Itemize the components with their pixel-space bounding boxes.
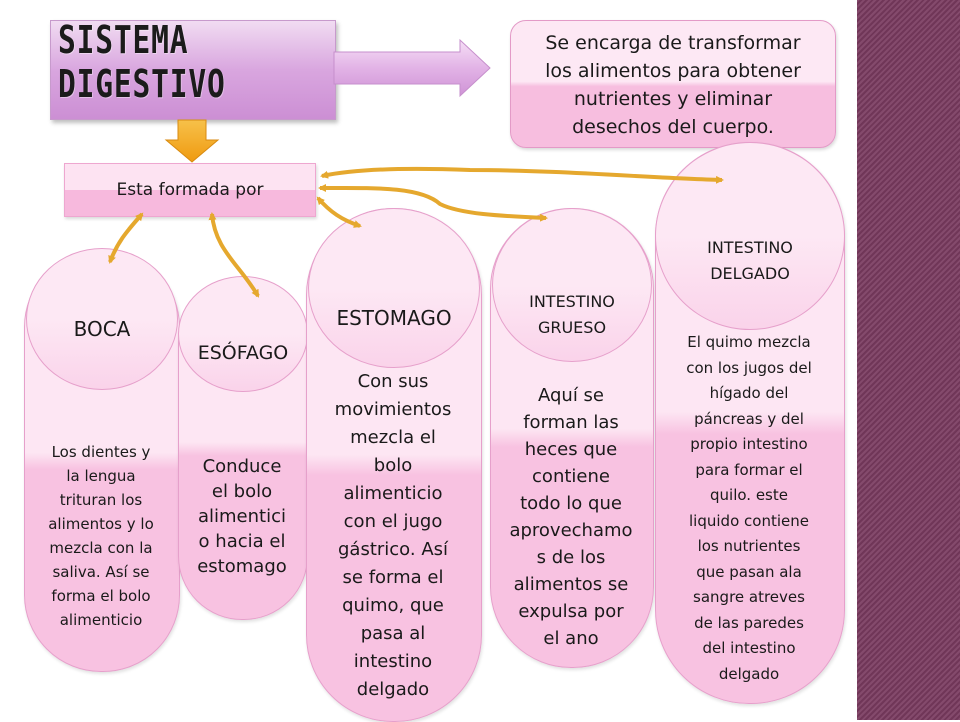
title-down-arrow (164, 119, 220, 163)
connector-estomago (316, 196, 362, 228)
esofago-description: Conduce el bolo alimentici o hacia el es… (180, 454, 304, 579)
connector-intestino-grueso (318, 183, 548, 222)
text-line: alimenticio (59, 611, 143, 629)
text-line: con el jugo (343, 511, 443, 532)
estomago-circle: ESTOMAGO (308, 208, 480, 368)
description-box: Se encarga de transformar los alimentos … (510, 20, 836, 148)
text-line: movimientos (334, 399, 452, 420)
text-line: mezcla el (350, 427, 436, 448)
title-line-1: SISTEMA (58, 18, 189, 62)
text-line: el ano (543, 628, 599, 649)
text-line: s de los (536, 547, 606, 568)
text-line: se forma el (342, 567, 444, 588)
description-line: nutrientes y eliminar (573, 88, 773, 110)
text-line: estomago (197, 556, 287, 577)
esofago-label: ESÓFAGO (197, 342, 289, 364)
text-line: El quimo mezcla (687, 333, 811, 351)
label-line: INTESTINO (707, 238, 793, 257)
text-line: delgado (356, 679, 430, 700)
text-line: forma el bolo (51, 587, 151, 605)
text-line: sangre atreves (693, 588, 805, 606)
text-line: expulsa por (518, 601, 624, 622)
text-line: con los jugos del (686, 358, 812, 377)
text-line: aprovechamo (509, 520, 633, 541)
title-to-description-arrow (333, 38, 491, 98)
text-line: delgado (718, 664, 780, 683)
text-line: contiene (532, 466, 610, 487)
description-line: los alimentos para obtener (545, 60, 801, 82)
text-line: bolo (373, 455, 413, 476)
text-line: los nutrientes (697, 537, 801, 555)
text-line: alimentici (197, 506, 286, 527)
intestino-delgado-description: El quimo mezcla con los jugos del hígado… (657, 330, 841, 687)
text-line: pasa al (360, 623, 426, 644)
estomago-label: ESTOMAGO (336, 306, 452, 330)
text-line: intestino (353, 651, 433, 672)
composed-of-label: Esta formada por (116, 180, 264, 200)
connector-intestino-delgado (320, 166, 724, 184)
intestino-grueso-description: Aquí se forman las heces que contiene to… (492, 382, 650, 652)
text-line: quimo, que (342, 595, 444, 616)
text-line: que pasan ala (696, 562, 802, 581)
text-line: gástrico. Así (337, 539, 449, 560)
boca-circle: BOCA (26, 248, 178, 390)
intestino-grueso-label: INTESTINO GRUESO (529, 289, 615, 341)
text-line: Conduce (202, 456, 282, 477)
label-line: DELGADO (710, 264, 790, 283)
connector-esofago (208, 212, 260, 298)
text-line: alimenticio (343, 483, 443, 504)
boca-description: Los dientes y la lengua trituran los ali… (26, 440, 176, 632)
text-line: para formar el (695, 460, 803, 479)
text-line: quilo. este (710, 486, 788, 504)
text-line: la lengua (66, 467, 136, 485)
text-line: todo lo que (520, 493, 622, 514)
intestino-grueso-circle: INTESTINO GRUESO (492, 208, 652, 362)
text-line: propio intestino (690, 435, 808, 453)
title-line-2: DIGESTIVO (58, 62, 226, 106)
description-line: desechos del cuerpo. (572, 116, 774, 138)
decorative-side-strip (857, 0, 960, 720)
text-line: Con sus (357, 371, 429, 392)
description-line: Se encarga de transformar (545, 32, 801, 54)
text-line: de las paredes (694, 613, 804, 632)
connector-boca (108, 212, 144, 264)
text-line: heces que (524, 439, 618, 460)
label-line: INTESTINO (529, 292, 615, 311)
composed-of-box: Esta formada por (64, 163, 316, 217)
text-line: liquido contiene (689, 511, 809, 530)
text-line: alimentos se (513, 574, 629, 595)
text-line: el bolo (211, 481, 273, 502)
text-line: Aquí se (537, 385, 604, 406)
text-line: trituran los (59, 491, 143, 509)
text-line: hígado del (709, 384, 789, 402)
boca-label: BOCA (73, 317, 131, 341)
text-line: Los dientes y (51, 443, 151, 461)
title-text: SISTEMA DIGESTIVO (58, 18, 237, 106)
text-line: alimentos y lo (48, 515, 154, 533)
text-line: páncreas y del (694, 409, 804, 428)
text-line: o hacia el (198, 531, 286, 552)
text-line: forman las (523, 412, 619, 433)
text-line: mezcla con la (49, 539, 153, 557)
text-line: saliva. Así se (52, 563, 150, 581)
text-line: del intestino (702, 639, 796, 657)
intestino-delgado-label: INTESTINO DELGADO (707, 235, 793, 287)
description-text: Se encarga de transformar los alimentos … (511, 29, 835, 141)
estomago-description: Con sus movimientos mezcla el bolo alime… (308, 368, 478, 704)
title-box (50, 20, 336, 120)
label-line: GRUESO (537, 318, 607, 337)
